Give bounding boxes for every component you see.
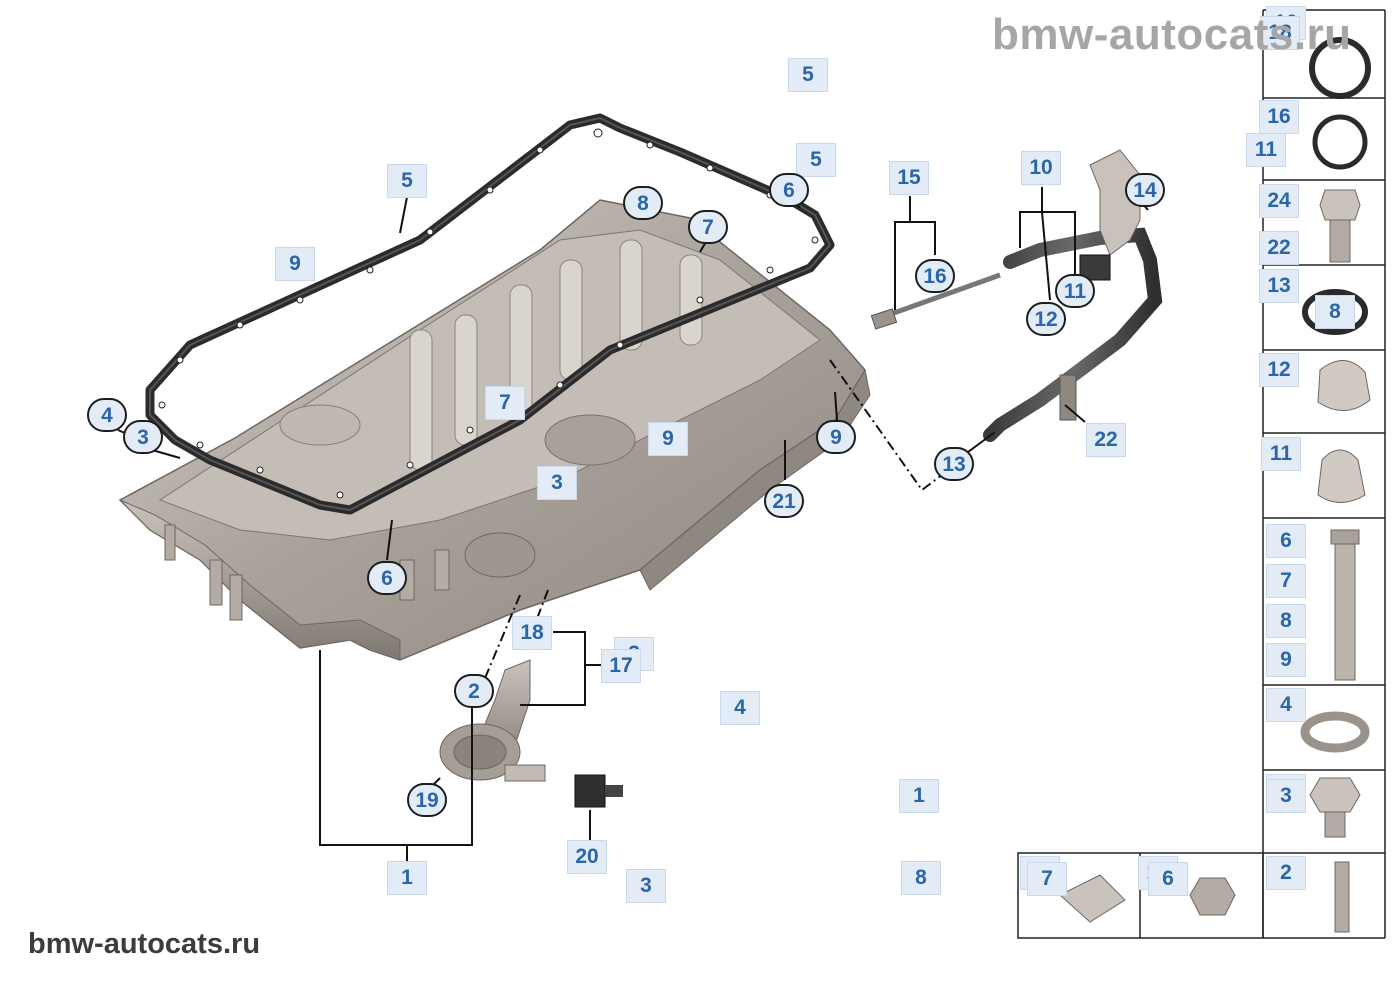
callout-3[interactable]: 3 <box>537 466 577 500</box>
legend-callout-4[interactable]: 4 <box>1266 688 1306 722</box>
legend-callout-12[interactable]: 12 <box>1259 353 1299 387</box>
legend-parts <box>1059 37 1371 933</box>
callout-10[interactable]: 10 <box>1021 151 1061 185</box>
callout-7[interactable]: 7 <box>688 210 728 244</box>
callout-8[interactable]: 8 <box>623 186 663 220</box>
callout-9[interactable]: 9 <box>816 420 856 454</box>
callout-4[interactable]: 4 <box>720 691 760 725</box>
legend-callout-13[interactable]: 13 <box>1259 269 1299 303</box>
legend-callout-24[interactable]: 24 <box>1259 184 1299 218</box>
watermark-top: bmw-autocats.ru <box>992 10 1352 59</box>
callout-17[interactable]: 17 <box>601 649 641 683</box>
callout-22[interactable]: 22 <box>1086 423 1126 457</box>
legend-callout-6[interactable]: 6 <box>1148 862 1188 896</box>
callout-8[interactable]: 8 <box>901 861 941 895</box>
legend-callout-7[interactable]: 7 <box>1027 862 1067 896</box>
callout-16[interactable]: 16 <box>915 259 955 293</box>
legend-callout-6[interactable]: 6 <box>1266 524 1306 558</box>
legend-callout-18[interactable]: 18 <box>1260 16 1300 50</box>
gasket <box>145 113 835 515</box>
callout-11[interactable]: 11 <box>1055 274 1095 308</box>
legend-callout-8[interactable]: 8 <box>1315 295 1355 329</box>
legend-callout-7[interactable]: 7 <box>1266 564 1306 598</box>
callout-6[interactable]: 6 <box>367 561 407 595</box>
callout-21[interactable]: 21 <box>764 484 804 518</box>
legend-callout-2[interactable]: 2 <box>1266 856 1306 890</box>
callout-9[interactable]: 9 <box>648 422 688 456</box>
callout-9[interactable]: 9 <box>275 247 315 281</box>
legend-callout-11[interactable]: 11 <box>1261 437 1301 471</box>
callout-5[interactable]: 5 <box>387 164 427 198</box>
callout-18[interactable]: 18 <box>512 616 552 650</box>
legend-callout-3[interactable]: 3 <box>1266 779 1306 813</box>
callout-12[interactable]: 12 <box>1026 302 1066 336</box>
legend-callout-9[interactable]: 9 <box>1266 643 1306 677</box>
callout-5[interactable]: 5 <box>788 58 828 92</box>
callout-6[interactable]: 6 <box>769 173 809 207</box>
callout-15[interactable]: 15 <box>889 161 929 195</box>
callout-13[interactable]: 13 <box>934 447 974 481</box>
callout-3[interactable]: 3 <box>626 869 666 903</box>
dipstick-tube <box>870 149 1163 442</box>
callout-14[interactable]: 14 <box>1125 173 1165 207</box>
callout-19[interactable]: 19 <box>407 783 447 817</box>
legend-callout-11[interactable]: 11 <box>1246 133 1286 167</box>
watermark-bottom: bmw-autocats.ru <box>28 928 261 960</box>
oil-sensor <box>439 659 623 808</box>
legend-callout-8[interactable]: 8 <box>1266 604 1306 638</box>
callout-1[interactable]: 1 <box>387 861 427 895</box>
callout-1[interactable]: 1 <box>899 779 939 813</box>
legend-callout-22[interactable]: 22 <box>1259 231 1299 265</box>
legend-callout-16[interactable]: 16 <box>1259 100 1299 134</box>
callout-4[interactable]: 4 <box>87 398 127 432</box>
callout-3[interactable]: 3 <box>123 420 163 454</box>
callout-5[interactable]: 5 <box>796 143 836 177</box>
callout-2[interactable]: 2 <box>454 674 494 708</box>
callout-7[interactable]: 7 <box>485 386 525 420</box>
callout-20[interactable]: 20 <box>567 840 607 874</box>
